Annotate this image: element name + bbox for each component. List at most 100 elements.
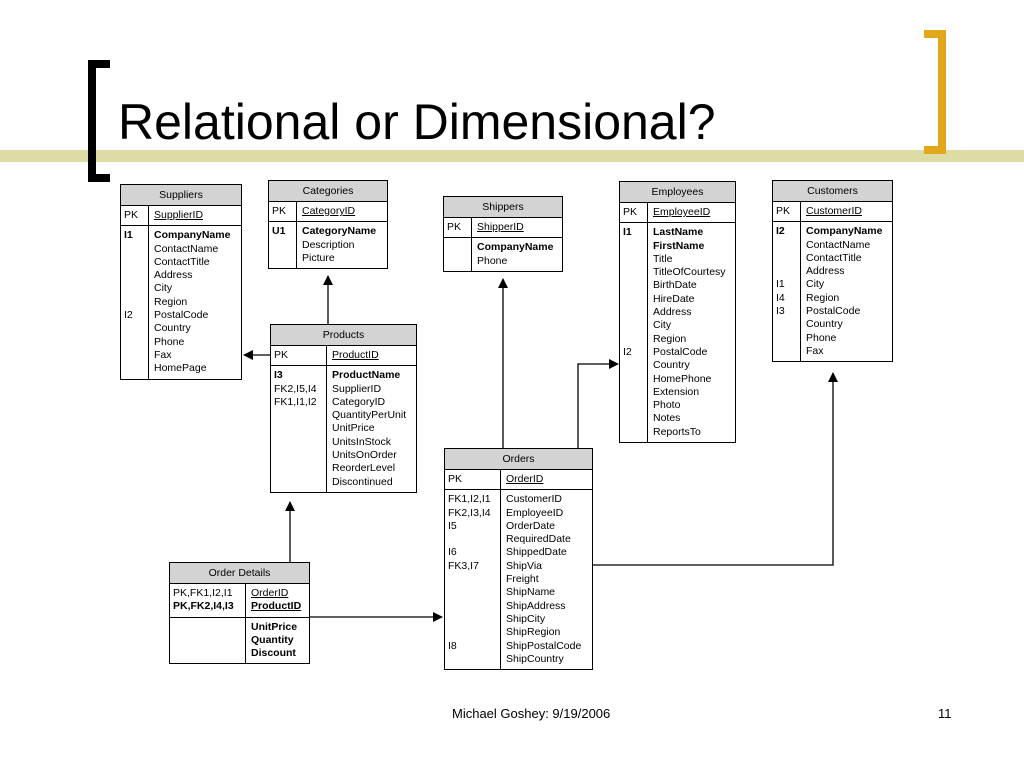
key-label: PK: [124, 209, 139, 221]
key-label: [274, 476, 323, 489]
key-label: [776, 318, 797, 331]
key-label: [124, 296, 145, 309]
field: UnitPrice: [251, 620, 298, 633]
key-label: [447, 255, 468, 268]
key-label: I2: [776, 225, 785, 238]
field: Address: [653, 306, 692, 319]
field: Freight: [506, 573, 539, 586]
key-label: [448, 533, 497, 546]
entity-title: Categories: [269, 181, 387, 202]
key-label: [124, 362, 145, 375]
key-label: I8: [448, 639, 457, 652]
key-label: [448, 613, 497, 626]
field: City: [154, 282, 173, 295]
key-label: [776, 252, 797, 265]
field: ShipVia: [506, 559, 543, 572]
field: ShipPostalCode: [506, 639, 582, 652]
link-orders-customers: [592, 372, 838, 566]
field: HomePage: [154, 362, 207, 375]
key-label: PK: [272, 205, 287, 217]
field-section: I1 I2 CompanyName ContactName ContactTit…: [121, 226, 241, 379]
pk-field: SupplierID: [154, 209, 204, 221]
entity-shippers: Shippers PK ShipperID CompanyName Phone: [443, 196, 563, 272]
key-label: I1: [776, 278, 785, 291]
field: Fax: [806, 344, 824, 357]
field: UnitsOnOrder: [332, 449, 397, 462]
pk-field: OrderID: [506, 473, 544, 485]
key-label: [623, 293, 644, 306]
pk-field: ProductID: [332, 349, 379, 361]
field: Fax: [154, 348, 172, 361]
key-label: [623, 333, 644, 346]
field: Region: [653, 332, 687, 345]
key-label: PK: [274, 349, 289, 361]
field: Discount: [251, 647, 296, 660]
key-label: PK,FK1,I2,I1: [173, 587, 233, 599]
field-section: I3 FK2,I5,I4 FK1,I1,I2 ProductName Suppl…: [271, 366, 416, 492]
pk-section: PK SupplierID: [121, 206, 241, 227]
entity-title: Products: [271, 325, 416, 346]
key-label: PK: [447, 221, 462, 233]
field-section: U1 CategoryName Description Picture: [269, 222, 387, 269]
field: QuantityPerUnit: [332, 409, 407, 422]
pk-section: PK CategoryID: [269, 202, 387, 223]
field: FirstName: [653, 239, 705, 252]
pk-section: PK CustomerID: [773, 202, 892, 223]
key-label: [623, 373, 644, 386]
key-label: I2: [623, 345, 632, 358]
key-label: [173, 621, 242, 634]
field: Country: [806, 318, 843, 331]
field: Title: [653, 252, 673, 265]
entity-title: Employees: [620, 182, 735, 203]
field: CategoryName: [302, 225, 377, 238]
field-section: I1 I2 LastName FirstName Title TitleOfCo…: [620, 223, 735, 443]
entity-employees: Employees PK EmployeeID I1 I2: [619, 181, 736, 444]
key-label: [448, 573, 497, 586]
key-label: I1: [623, 226, 632, 239]
pk-section: PK OrderID: [445, 470, 592, 491]
key-label: PK: [623, 206, 638, 218]
field: PostalCode: [653, 345, 708, 358]
key-label: [274, 449, 323, 462]
entity-title: Suppliers: [121, 185, 241, 206]
key-label: [124, 349, 145, 362]
key-label: PK,FK2,I4,I3: [173, 600, 234, 613]
key-label: I1: [124, 229, 133, 242]
field: ContactName: [154, 242, 219, 255]
field: Discontinued: [332, 475, 393, 488]
key-label: I2: [124, 309, 133, 322]
key-label: [776, 345, 797, 358]
entity-suppliers: Suppliers PK SupplierID I1 I2 CompanyNam…: [120, 184, 242, 380]
key-label: PK: [776, 205, 791, 217]
field: Notes: [653, 412, 681, 425]
field: Picture: [302, 251, 335, 264]
key-label: [623, 359, 644, 372]
key-label: [447, 241, 468, 254]
field: ShipAddress: [506, 599, 566, 612]
field: ShipCountry: [506, 652, 564, 665]
key-label: I6: [448, 546, 457, 559]
field: PostalCode: [154, 309, 209, 322]
field: Address: [806, 265, 845, 278]
field-section: I2 I1 I4 I3 CompanyName ContactName Cont…: [773, 222, 892, 362]
key-label: [124, 336, 145, 349]
key-label: [272, 239, 293, 252]
pk-section: PK ProductID: [271, 346, 416, 367]
field-section: UnitPrice Quantity Discount: [170, 617, 309, 664]
entity-customers: Customers PK CustomerID I2 I1 I4 I3 Comp…: [772, 180, 893, 363]
field: Quantity: [251, 633, 294, 646]
entity-title: Shippers: [444, 197, 562, 218]
entity-title: Orders: [445, 449, 592, 470]
key-label: PK: [448, 473, 463, 485]
pk-section: PK EmployeeID: [620, 203, 735, 224]
key-label: [124, 256, 145, 269]
entity-order-details: Order Details PK,FK1,I2,I1 PK,FK2,I4,I3 …: [169, 562, 310, 665]
key-label: [272, 252, 293, 265]
key-label: I4: [776, 291, 785, 304]
field: ReorderLevel: [332, 462, 396, 475]
key-label: [623, 306, 644, 319]
key-label: [623, 266, 644, 279]
field: CategoryID: [332, 395, 386, 408]
key-label: [623, 412, 644, 425]
